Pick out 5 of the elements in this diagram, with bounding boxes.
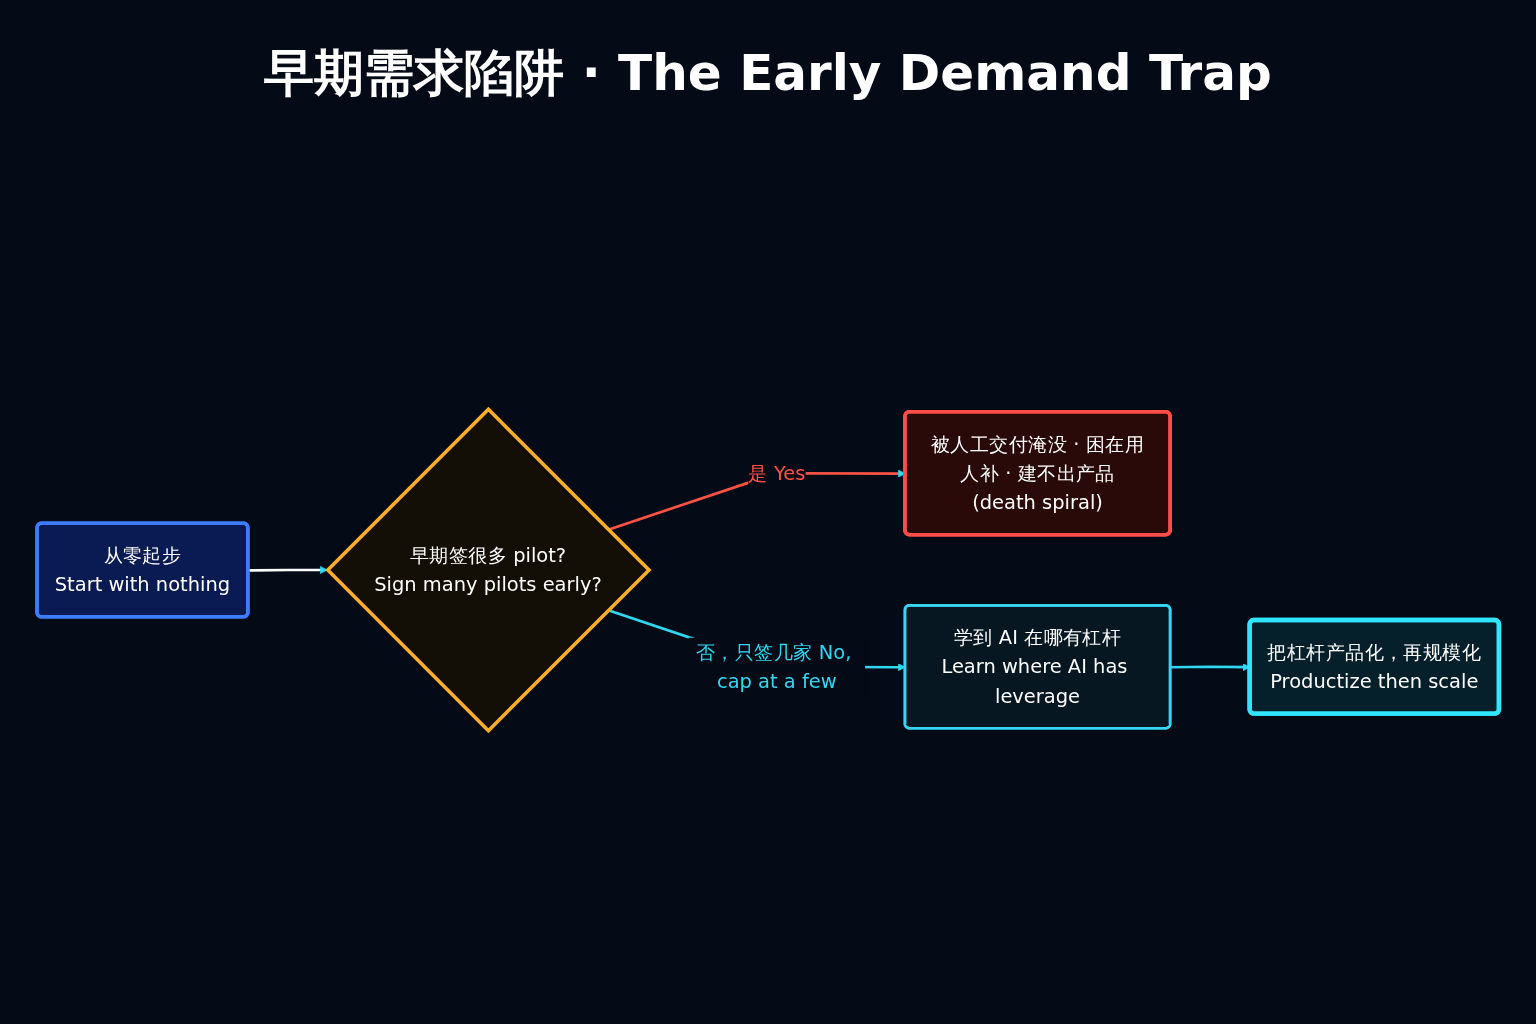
diagram-title: 早期需求陷阱 · The Early Demand Trap (264, 44, 1272, 102)
node-diamond: 早期签很多 pilot? Sign many pilots early? (325, 406, 652, 734)
arrow (248, 566, 328, 574)
edge-label: 否，只签几家 No, cap at a few (695, 641, 852, 693)
edge-label: 是 Yes (748, 462, 806, 485)
